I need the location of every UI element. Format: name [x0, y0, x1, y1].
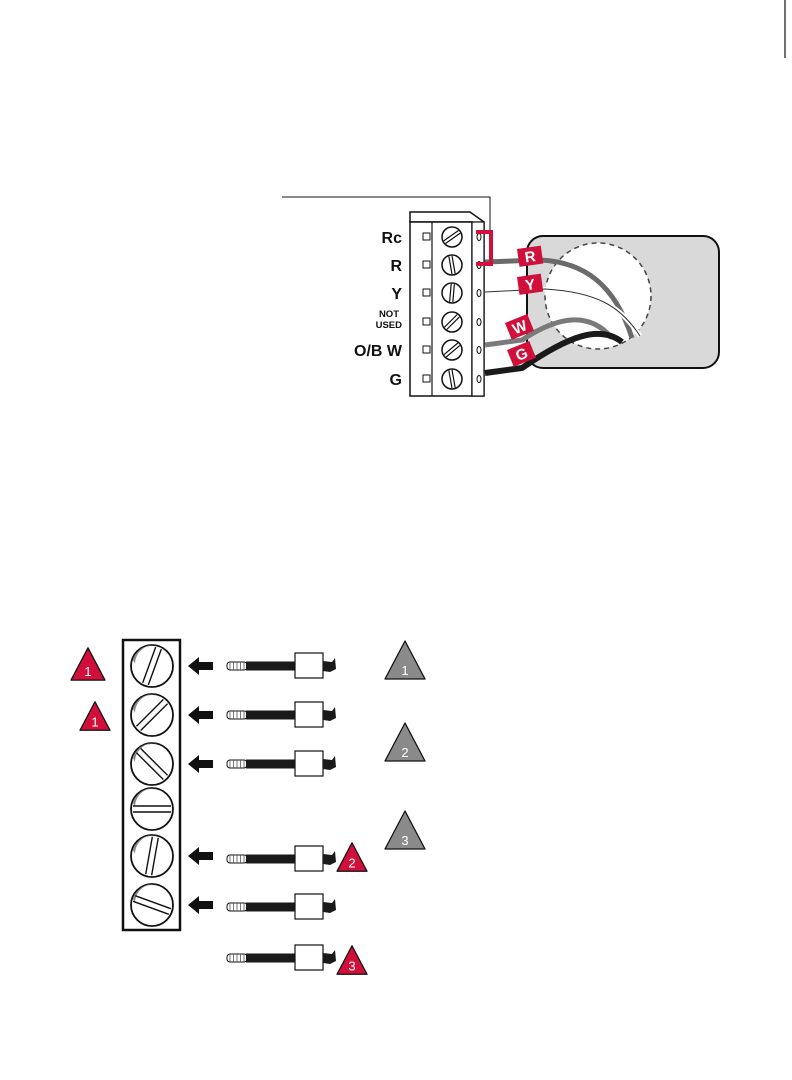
svg-text:3: 3	[401, 833, 408, 848]
step-marker-icon: 1	[80, 702, 110, 731]
insert-arrow	[188, 657, 213, 675]
stripped-wire	[227, 945, 336, 970]
stripped-wire	[227, 894, 336, 919]
step-marker-icon: 1	[71, 648, 105, 680]
bottom-screw	[131, 645, 173, 687]
svg-text:3: 3	[348, 958, 355, 973]
step-marker-icon: 2	[337, 843, 367, 872]
bottom-screw	[131, 694, 173, 736]
step-marker-icon: 2	[385, 723, 425, 761]
svg-text:1: 1	[91, 714, 98, 729]
bottom-screw	[131, 884, 173, 926]
bottom-screw	[131, 835, 173, 877]
terminal-block	[410, 212, 484, 396]
bottom-terminal-figure: 1 1 2 3 1 2 3	[71, 640, 425, 974]
svg-text:1: 1	[84, 664, 91, 679]
svg-text:1: 1	[401, 663, 408, 678]
bottom-screw	[131, 743, 173, 785]
svg-text:2: 2	[401, 745, 408, 760]
svg-text:2: 2	[348, 855, 355, 870]
terminal-label: G	[390, 372, 402, 389]
stripped-wire	[227, 751, 336, 776]
insert-arrow	[188, 847, 213, 865]
terminal-label: O/B W	[354, 343, 403, 360]
insert-arrow	[188, 755, 213, 773]
stripped-wire	[227, 702, 336, 727]
step-marker-icon: 1	[385, 641, 425, 679]
step-marker-icon: 3	[385, 811, 425, 849]
terminal-label: Rc	[382, 230, 403, 247]
insert-arrow	[188, 896, 213, 914]
step-marker-icon: 3	[337, 946, 367, 975]
bottom-screw	[131, 788, 173, 830]
terminal-label: Y	[391, 286, 402, 303]
terminal-label: R	[390, 258, 402, 275]
insert-arrow	[188, 706, 213, 724]
stripped-wire	[227, 846, 336, 871]
stripped-wire	[227, 653, 336, 678]
